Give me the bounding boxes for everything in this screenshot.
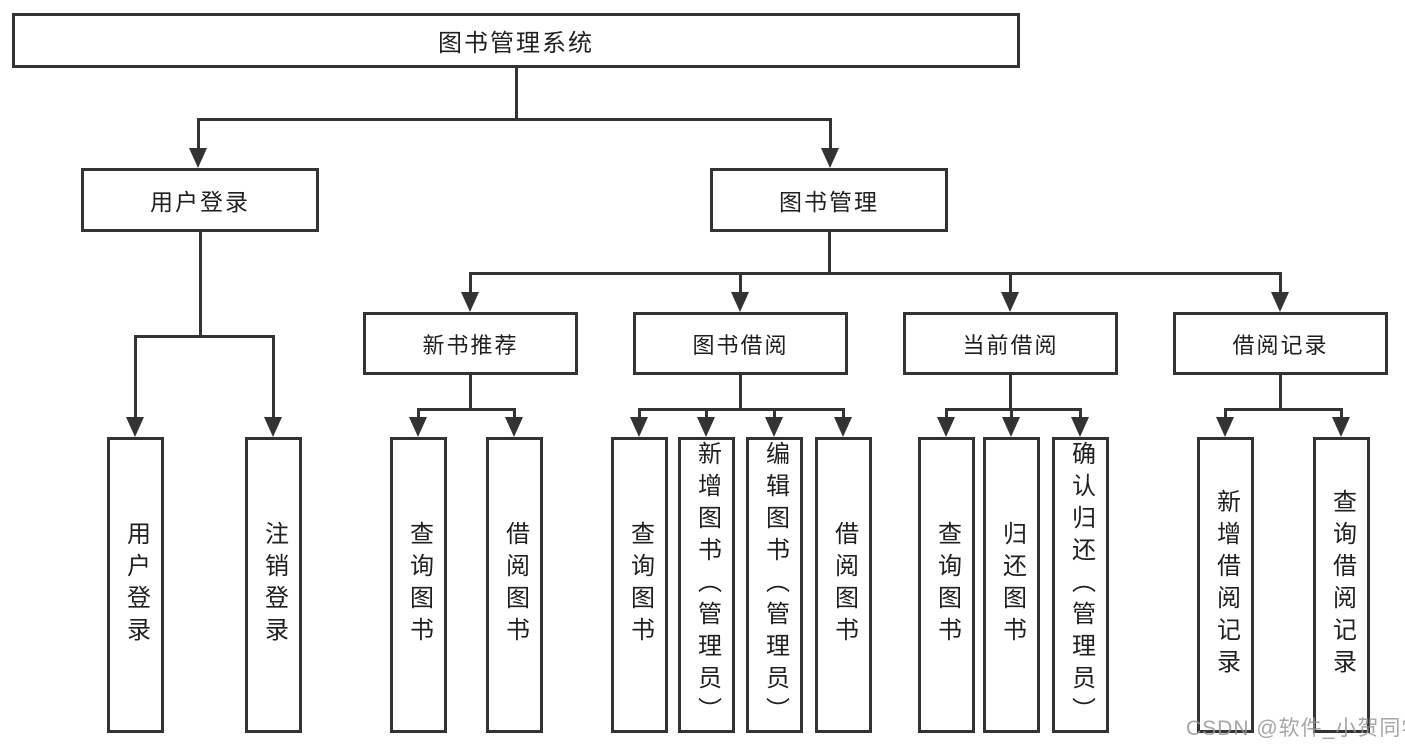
connector-line xyxy=(197,118,832,121)
connector-line xyxy=(739,272,742,296)
leaf-return-books: 归还图书 xyxy=(983,437,1040,733)
arrow-down xyxy=(461,292,479,312)
connector-line xyxy=(829,118,832,152)
connector-line xyxy=(638,408,845,411)
connector-line xyxy=(272,335,275,421)
node-new-book-recommend: 新书推荐 xyxy=(363,312,578,375)
connector-line xyxy=(513,408,516,421)
leaf-logout: 注销登录 xyxy=(245,437,302,733)
node-current-borrowing: 当前借阅 xyxy=(903,312,1118,375)
arrow-down xyxy=(765,417,783,437)
leaf-edit-books-admin: 编辑图书（管理员） xyxy=(746,437,803,733)
arrow-down xyxy=(1271,292,1289,312)
connector-line xyxy=(828,232,831,272)
leaf-user-login: 用户登录 xyxy=(107,437,164,733)
connector-line xyxy=(945,408,1082,411)
arrow-down xyxy=(409,417,427,437)
leaf-borrow-books: 借阅图书 xyxy=(486,437,543,733)
connector-line xyxy=(1340,408,1343,421)
node-borrow-records: 借阅记录 xyxy=(1173,312,1388,375)
arrow-down xyxy=(1001,292,1019,312)
csdn-watermark: CSDN @软件_小贺同学 xyxy=(1186,717,1405,740)
leaf-query-books: 查询图书 xyxy=(611,437,668,733)
connector-line xyxy=(469,375,472,408)
connector-line xyxy=(1079,408,1082,421)
connector-line xyxy=(1009,272,1012,296)
connector-line xyxy=(134,335,137,421)
arrow-down xyxy=(834,417,852,437)
arrow-down xyxy=(505,417,523,437)
arrow-down xyxy=(1216,417,1234,437)
connector-line xyxy=(773,408,776,421)
connector-line xyxy=(469,272,472,296)
connector-line xyxy=(638,408,641,421)
arrow-down xyxy=(821,148,839,168)
arrow-down xyxy=(1332,417,1350,437)
leaf-query-books: 查询图书 xyxy=(918,437,975,733)
node-book-management: 图书管理 xyxy=(710,168,948,232)
leaf-confirm-return-admin: 确认归还（管理员） xyxy=(1052,437,1109,733)
connector-line xyxy=(197,118,200,152)
arrow-down xyxy=(697,417,715,437)
arrow-down xyxy=(630,417,648,437)
connector-line xyxy=(739,375,742,408)
node-book-borrowing: 图书借阅 xyxy=(633,312,848,375)
node-library-management-system: 图书管理系统 xyxy=(12,13,1020,68)
connector-line xyxy=(705,408,708,421)
connector-line xyxy=(1279,375,1282,408)
connector-line xyxy=(417,408,420,421)
leaf-add-borrow-record: 新增借阅记录 xyxy=(1197,437,1254,733)
connector-line xyxy=(515,68,518,118)
leaf-borrow-books: 借阅图书 xyxy=(815,437,872,733)
connector-line xyxy=(1224,408,1343,411)
leaf-query-books: 查询图书 xyxy=(390,437,447,733)
arrow-down xyxy=(1002,417,1020,437)
arrow-down xyxy=(937,417,955,437)
arrow-down xyxy=(126,417,144,437)
arrow-down xyxy=(264,417,282,437)
arrow-down xyxy=(189,148,207,168)
connector-line xyxy=(417,408,516,411)
connector-line xyxy=(1010,408,1013,421)
connector-line xyxy=(199,232,202,335)
connector-line xyxy=(1279,272,1282,296)
connector-line xyxy=(1224,408,1227,421)
arrow-down xyxy=(731,292,749,312)
connector-line xyxy=(842,408,845,421)
connector-line xyxy=(945,408,948,421)
leaf-query-borrow-record: 查询借阅记录 xyxy=(1313,437,1370,733)
node-user-login: 用户登录 xyxy=(81,168,319,232)
connector-line xyxy=(469,272,1282,275)
connector-line xyxy=(134,335,275,338)
arrow-down xyxy=(1071,417,1089,437)
connector-line xyxy=(1009,375,1012,408)
leaf-add-books-admin: 新增图书（管理员） xyxy=(678,437,735,733)
